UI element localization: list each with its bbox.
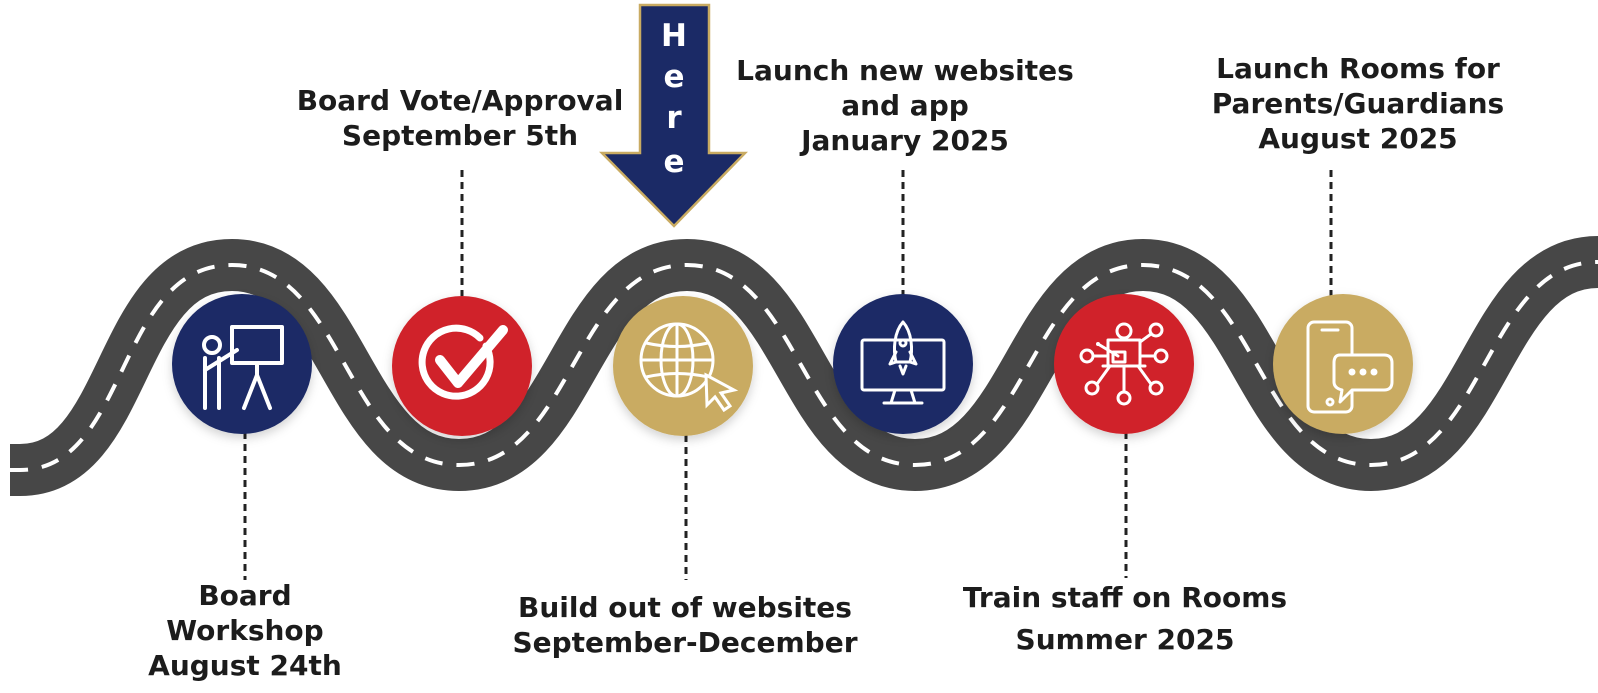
checkmark-icon (418, 324, 508, 400)
label-line: August 2025 (1258, 122, 1458, 155)
milestone-label-launch-rooms: Launch Rooms for Parents/Guardians Augus… (1198, 51, 1518, 156)
label-line: Board (198, 579, 292, 612)
milestone-circle-4 (833, 294, 973, 434)
milestone-label-board-workshop: Board Workshop August 24th (95, 578, 395, 683)
label-line: September-December (512, 626, 858, 659)
phone-chat-icon (1306, 320, 1394, 414)
trainer-network-icon (1079, 322, 1169, 406)
label-line: Train staff on Rooms (962, 581, 1288, 614)
presentation-board-icon (202, 325, 284, 410)
road (10, 236, 1598, 496)
connector-lines (243, 170, 1333, 580)
rocket-monitor-icon (860, 320, 946, 405)
milestone-label-train-staff: Train staff on Rooms Summer 2025 (945, 577, 1305, 661)
label-line: Parents/Guardians (1211, 87, 1505, 120)
milestone-label-board-vote: Board Vote/Approval September 5th (270, 83, 650, 153)
label-line: and app (841, 89, 969, 122)
label-line: September 5th (341, 119, 579, 152)
globe-cursor-icon (639, 322, 739, 413)
label-line: Launch new websites (736, 54, 1074, 87)
here-letter: e (663, 144, 684, 180)
here-arrow-marker: H e r e (599, 3, 748, 228)
here-letter: r (666, 100, 682, 136)
milestone-circle (172, 294, 312, 434)
label-line: Launch Rooms for (1216, 52, 1500, 85)
label-line: August 24th (148, 649, 342, 682)
label-line: Summer 2025 (1015, 623, 1235, 656)
here-letter: e (663, 59, 684, 95)
here-letter: H (661, 18, 687, 54)
label-line: January 2025 (801, 124, 1009, 157)
milestone-circle-5 (1054, 294, 1194, 434)
label-line: Board Vote/Approval (296, 84, 624, 117)
label-line: Workshop (166, 614, 324, 647)
label-line: Build out of websites (518, 591, 852, 624)
milestone-label-build-out: Build out of websites September-December (490, 590, 880, 660)
milestone-circle-2 (392, 296, 532, 436)
milestone-circle-3 (613, 296, 753, 436)
milestone-label-launch-websites: Launch new websites and app January 2025 (720, 53, 1090, 158)
